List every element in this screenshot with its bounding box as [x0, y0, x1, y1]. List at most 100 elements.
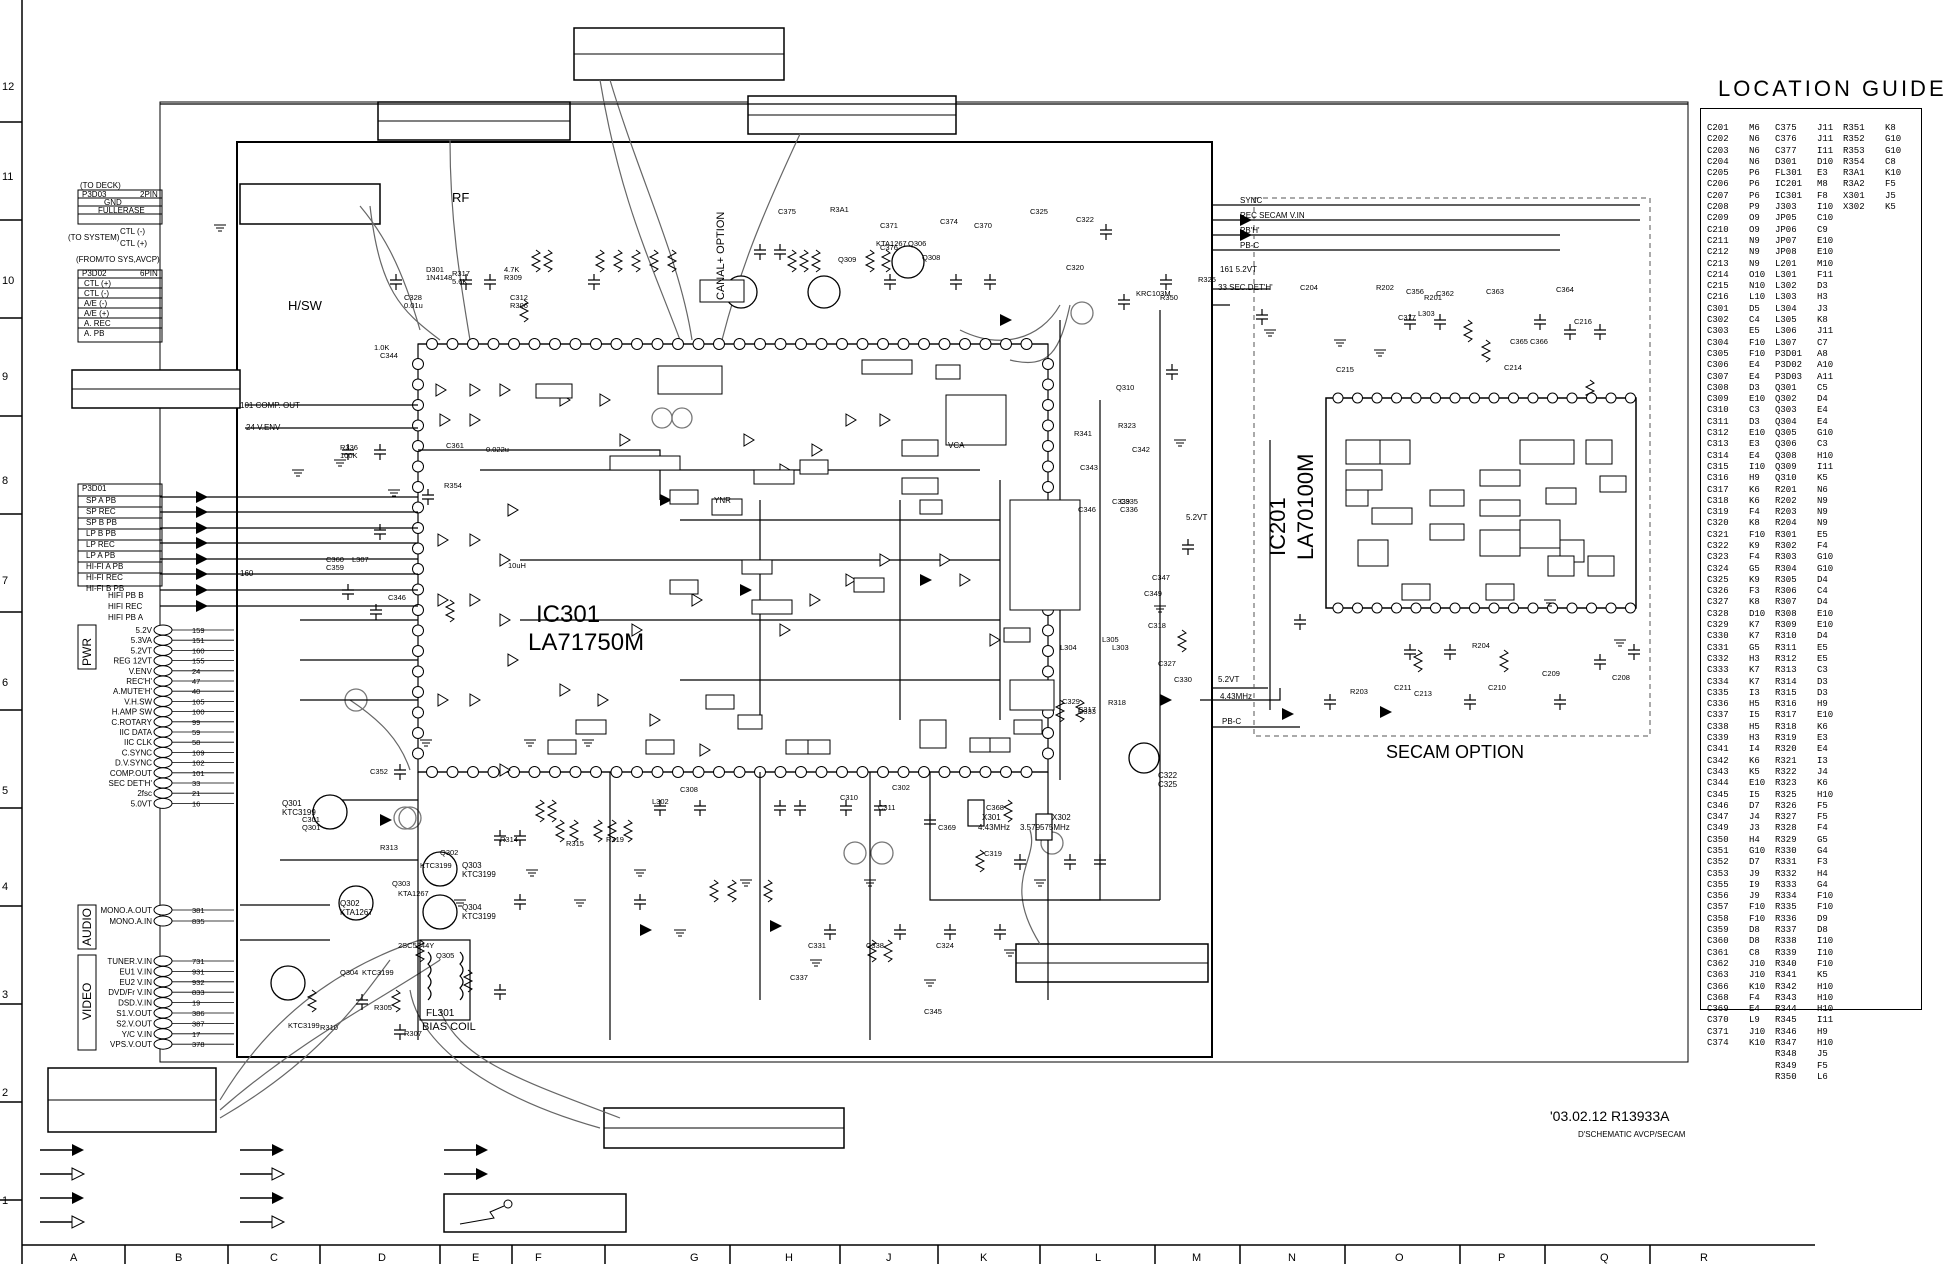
component-label: Q302: [440, 848, 458, 857]
pin-name: SEC DET'H': [108, 779, 152, 788]
grid-location: M10: [1817, 258, 1834, 269]
grid-location: J3: [1749, 823, 1760, 834]
ref-designator: R347: [1775, 1038, 1797, 1049]
ref-designator: R337: [1775, 925, 1797, 936]
grid-location: N9: [1749, 247, 1760, 258]
left-ruler-labels: 12 11 10 9 8 7 6 5 4 3 2 1: [2, 81, 14, 1207]
component-label: R313: [380, 843, 398, 852]
amplifier-triangle: [845, 413, 857, 427]
pin-name: DVD/Fr V.IN: [108, 988, 152, 997]
ref-designator: C216: [1707, 292, 1729, 303]
ref-designator: R348: [1775, 1049, 1797, 1060]
ref-designator: C369: [1707, 1004, 1729, 1015]
pin-number: 378: [192, 1040, 205, 1049]
ground-symbol: [810, 959, 822, 967]
ref-designator: C301: [1707, 303, 1729, 314]
signal-arrow: [1240, 229, 1252, 241]
ref-designator: R319: [1775, 733, 1797, 744]
grid-location: K6: [1749, 495, 1760, 506]
ref-designator: C302: [1707, 315, 1729, 326]
ref-designator: C374: [1707, 1038, 1729, 1049]
canal-option-label: CANAL+ OPTION: [715, 212, 727, 300]
grid-location: K8: [1749, 597, 1760, 608]
ic-pin: [836, 766, 848, 778]
grid-location: I10: [1817, 936, 1834, 947]
ruler-row-label: 4: [2, 881, 8, 893]
ref-designator: C318: [1707, 495, 1729, 506]
ref-designator: C361: [1707, 947, 1729, 958]
pin-marker: [153, 634, 173, 646]
ref-designator: C316: [1707, 473, 1729, 484]
ref-designator: R334: [1775, 891, 1797, 902]
signal-arrow: [1000, 314, 1012, 326]
pin-name: 5.0VT: [131, 799, 152, 808]
grid-location: J11: [1817, 326, 1834, 337]
ref-designator: C334: [1707, 676, 1729, 687]
part-label: KTA1267: [340, 908, 373, 917]
ic201-chip: [1325, 397, 1637, 609]
resistor: [622, 819, 634, 843]
component-label: R325: [1198, 275, 1216, 284]
ref-designator: JP05: [1775, 213, 1797, 224]
ref-designator: C362: [1707, 958, 1729, 969]
amplifier-triangle: [469, 383, 481, 397]
pin-number: 24: [192, 667, 200, 676]
grid-location: D4: [1817, 394, 1828, 405]
component-label: C327: [1158, 659, 1176, 668]
pin-number: 58: [192, 738, 200, 747]
ref-designator: P3D01: [1775, 348, 1803, 359]
resistor: [1462, 319, 1474, 343]
p3d02-label: P3D02: [82, 269, 107, 278]
pin-marker: [153, 1038, 173, 1050]
grid-location: H10: [1817, 992, 1834, 1003]
grid-location: E5: [1749, 326, 1760, 337]
ic-pin: [1449, 602, 1461, 614]
ref-designator: R3A1: [1843, 168, 1865, 179]
ref-designator: R301: [1775, 529, 1797, 540]
ic-pin: [1410, 392, 1422, 404]
grid-location: J5: [1885, 190, 1896, 201]
capacitor: [1464, 694, 1476, 710]
ruler-col-label: L: [1095, 1252, 1101, 1264]
capacitor: [394, 764, 406, 780]
ctl-plus-label: CTL (+): [120, 239, 147, 248]
p3d01-pin-label: LP A PB: [86, 551, 115, 560]
grid-location: I5: [1749, 710, 1760, 721]
amplifier-triangle: [469, 593, 481, 607]
ref-designator: C346: [1707, 800, 1729, 811]
v160-label: 160: [240, 569, 254, 578]
ic-pin: [412, 542, 424, 555]
right-signal-labels: SYNC REC SECAM V.IN PB'H' PB-C 161 5.2VT…: [1186, 196, 1305, 726]
amplifier-triangle: [499, 613, 511, 627]
ref-designator: C206: [1707, 179, 1729, 190]
amplifier-triangle: [811, 443, 823, 457]
ground-symbol: [454, 899, 466, 907]
pin-number: 47: [192, 677, 200, 686]
resistor: [880, 249, 892, 273]
capacitor: [1118, 294, 1130, 310]
p3d02-pin-label: A/E (-): [84, 299, 107, 308]
component-label: 0.022u: [486, 445, 509, 454]
amplifier-triangle: [437, 693, 449, 707]
ic-pin: [1371, 602, 1383, 614]
pb-c-bottom-label: PB-C: [1222, 717, 1241, 726]
capacitor: [374, 524, 386, 540]
pin-marker: [153, 1007, 173, 1019]
capacitor: [422, 489, 434, 505]
grid-location: C8: [1885, 156, 1896, 167]
